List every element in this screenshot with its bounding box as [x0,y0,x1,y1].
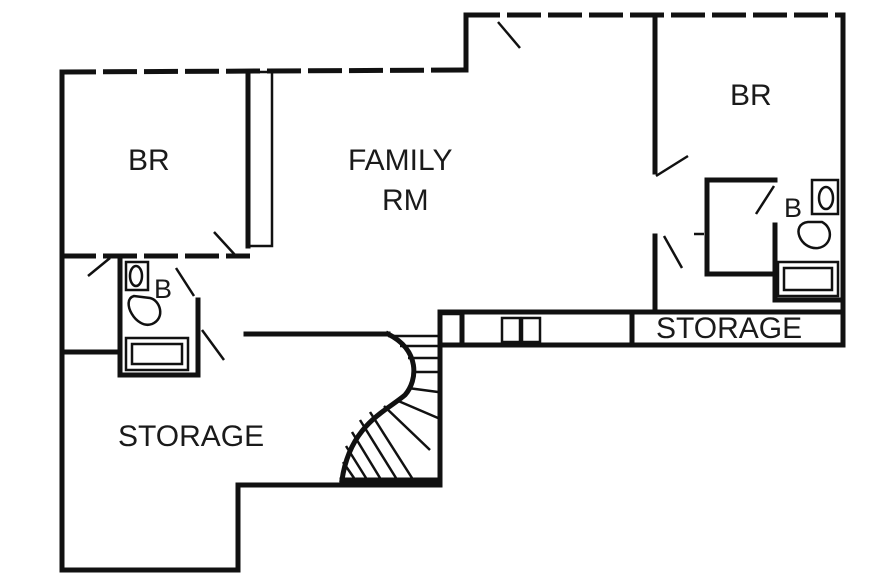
interior-walls [59,12,846,378]
room-label-family-line1: FAMILY [348,144,452,177]
left-bath-fixtures [124,260,190,372]
room-label-bath-left: B [154,274,172,304]
right-bath-fixtures [776,178,840,298]
room-label-br-right: BR [730,79,772,112]
counter-cabinet [500,316,542,344]
room-label-bath-right: B [784,193,802,223]
room-labels: BR FAMILY RM BR B B STORAGE STORAGE [118,79,802,453]
spiral-stair [339,330,443,483]
room-label-storage-left: STORAGE [118,420,264,453]
room-label-family-line2: RM [382,184,429,217]
door-swings [87,21,776,361]
room-label-storage-right: STORAGE [656,312,802,345]
room-label-br-left: BR [128,144,170,177]
exterior-walls [59,12,846,573]
